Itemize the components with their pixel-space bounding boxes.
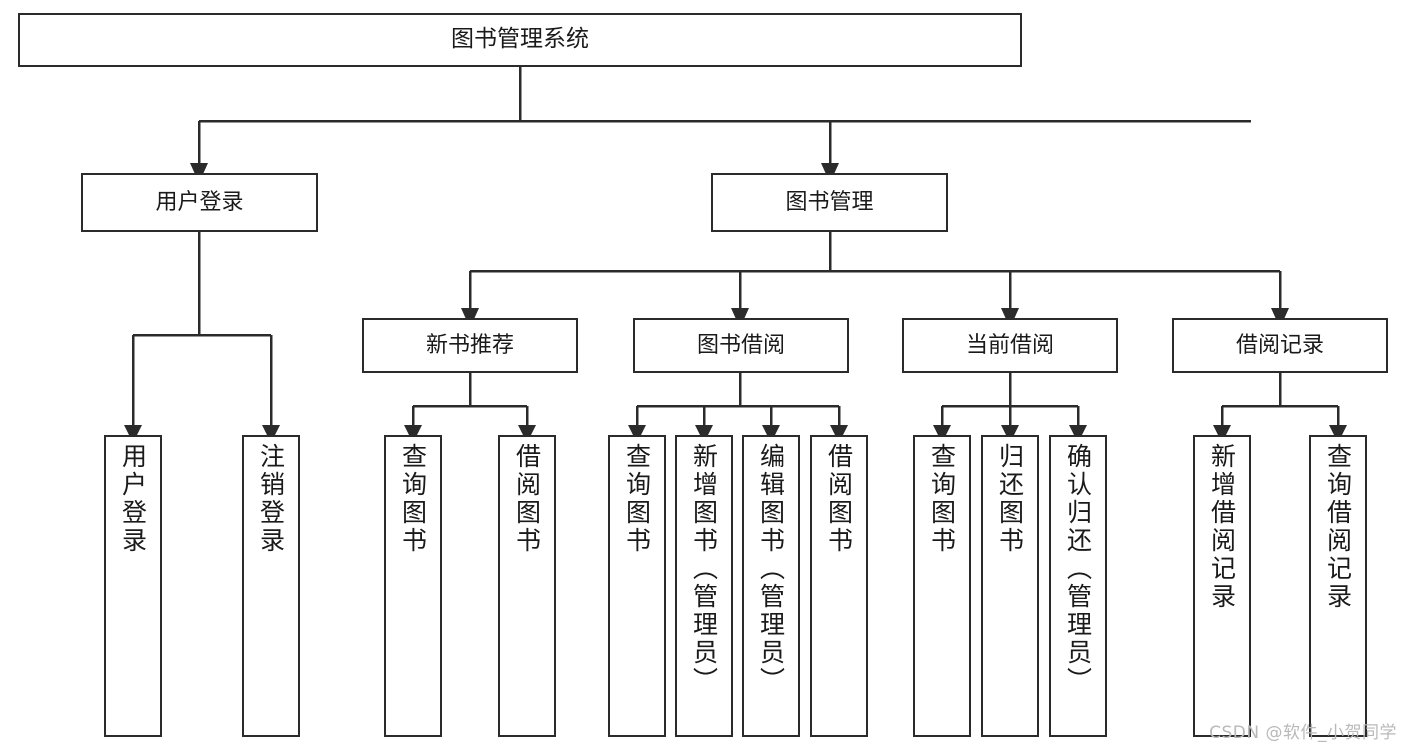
node-book-borrow[interactable]: 图书借阅 bbox=[633, 318, 849, 373]
node-label: 查询图书 bbox=[398, 443, 428, 555]
node-label: 确认归还（管理员） bbox=[1063, 443, 1093, 695]
leaf-borrow-book-recommend[interactable]: 借阅图书 bbox=[498, 435, 556, 737]
node-label: 新增借阅记录 bbox=[1207, 443, 1237, 611]
node-label: 注销登录 bbox=[256, 443, 286, 555]
leaf-user-logout[interactable]: 注销登录 bbox=[242, 435, 300, 737]
leaf-confirm-return-admin[interactable]: 确认归还（管理员） bbox=[1049, 435, 1107, 737]
node-label: 新书推荐 bbox=[425, 332, 514, 358]
leaf-edit-book-admin[interactable]: 编辑图书（管理员） bbox=[742, 435, 800, 737]
node-label: 归还图书 bbox=[995, 443, 1025, 555]
node-label: 图书管理系统 bbox=[451, 26, 589, 53]
node-label: 图书借阅 bbox=[696, 332, 785, 358]
leaf-user-login[interactable]: 用户登录 bbox=[104, 435, 162, 737]
leaf-query-book-current[interactable]: 查询图书 bbox=[913, 435, 971, 737]
watermark-text: CSDN @软件_小贺同学 bbox=[1209, 723, 1397, 743]
node-label: 编辑图书（管理员） bbox=[756, 443, 786, 695]
node-label: 借阅图书 bbox=[512, 443, 542, 555]
leaf-query-book-borrow[interactable]: 查询图书 bbox=[608, 435, 666, 737]
node-new-book-recommend[interactable]: 新书推荐 bbox=[362, 318, 578, 373]
leaf-borrow-book[interactable]: 借阅图书 bbox=[810, 435, 868, 737]
leaf-query-book-recommend[interactable]: 查询图书 bbox=[384, 435, 442, 737]
node-current-borrow[interactable]: 当前借阅 bbox=[902, 318, 1118, 373]
node-label: 当前借阅 bbox=[965, 332, 1054, 358]
node-label: 查询图书 bbox=[927, 443, 957, 555]
leaf-return-book[interactable]: 归还图书 bbox=[981, 435, 1039, 737]
node-label: 查询图书 bbox=[622, 443, 652, 555]
node-label: 用户登录 bbox=[155, 189, 244, 215]
node-user-login[interactable]: 用户登录 bbox=[81, 173, 318, 232]
leaf-query-borrow-record[interactable]: 查询借阅记录 bbox=[1309, 435, 1367, 737]
node-label: 用户登录 bbox=[118, 443, 148, 555]
node-book-management[interactable]: 图书管理 bbox=[711, 173, 948, 232]
node-label: 借阅图书 bbox=[824, 443, 854, 555]
leaf-add-book-admin[interactable]: 新增图书（管理员） bbox=[675, 435, 733, 737]
node-root-system[interactable]: 图书管理系统 bbox=[18, 13, 1022, 67]
leaf-add-borrow-record[interactable]: 新增借阅记录 bbox=[1193, 435, 1251, 737]
node-label: 查询借阅记录 bbox=[1323, 443, 1353, 611]
node-label: 借阅记录 bbox=[1235, 332, 1324, 358]
node-label: 新增图书（管理员） bbox=[689, 443, 719, 695]
node-borrow-record[interactable]: 借阅记录 bbox=[1172, 318, 1388, 373]
node-label: 图书管理 bbox=[785, 189, 874, 215]
